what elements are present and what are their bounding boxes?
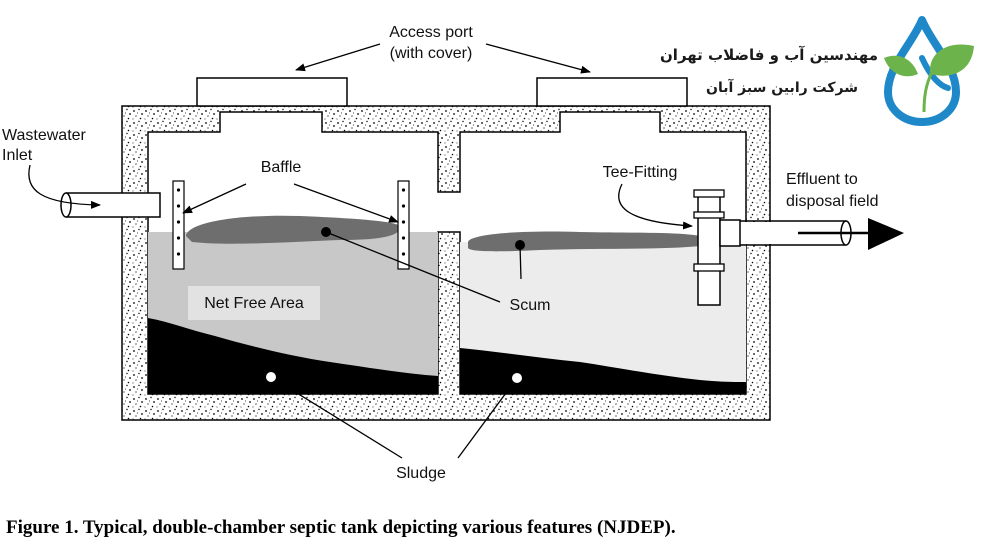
annotation-dots xyxy=(266,227,525,383)
effluent-arrow xyxy=(798,218,904,250)
label-scum: Scum xyxy=(510,297,551,314)
scum-leader-right xyxy=(519,244,522,280)
logo-line1: مهندسین آب و فاضلاب تهران xyxy=(660,46,878,64)
tee-collar-top xyxy=(693,189,725,198)
right-chamber xyxy=(460,231,746,394)
baffle-left xyxy=(172,180,185,270)
tee-fitting-arrow xyxy=(618,183,693,230)
tee-collar-mid xyxy=(693,211,725,219)
logo-line2: شرکت رابین سبز آبان xyxy=(706,78,858,96)
label-wastewater-line1: Wastewater xyxy=(2,127,87,144)
annotations xyxy=(28,43,693,459)
baffle-right-bolts xyxy=(401,188,406,256)
inlet-pipe-body xyxy=(66,192,161,218)
tee-vertical xyxy=(697,192,721,306)
figure-caption: Figure 1. Typical, double-chamber septic… xyxy=(6,517,676,538)
baffle-arrow-right xyxy=(293,183,399,223)
inlet-pipe-mouth xyxy=(60,192,72,218)
left-sludge xyxy=(148,318,438,394)
tee-horizontal xyxy=(719,219,741,247)
label-access-port-line1: Access port xyxy=(389,24,473,41)
access-port-arrow-left xyxy=(295,43,381,72)
labels: Access port (with cover) Wastewater Inle… xyxy=(2,24,879,482)
scum-leader-left xyxy=(325,231,501,303)
tank-shell xyxy=(121,77,771,421)
label-net-free-area: Net Free Area xyxy=(204,295,304,312)
inlet-pipe xyxy=(60,192,161,218)
baffle-right xyxy=(397,180,410,270)
label-access-port-line2: (with cover) xyxy=(390,45,473,62)
label-effluent-line1: Effluent to xyxy=(786,171,858,188)
left-chamber xyxy=(148,180,438,394)
baffle-arrow-left xyxy=(182,183,247,214)
tee-collar-low xyxy=(693,263,725,272)
sludge-leader-right xyxy=(457,377,518,459)
net-free-area-box xyxy=(188,286,320,320)
access-port-cover-left xyxy=(196,77,348,107)
right-sludge xyxy=(460,348,746,394)
right-scum xyxy=(468,231,700,252)
baffle-left-bolts xyxy=(176,188,181,256)
label-baffle: Baffle xyxy=(261,159,302,176)
left-scum xyxy=(186,215,401,244)
label-tee-fitting: Tee-Fitting xyxy=(603,164,678,181)
outlet-pipe xyxy=(740,220,846,246)
company-logo: مهندسین آب و فاضلاب تهران شرکت رابین سبز… xyxy=(660,16,974,126)
inlet-arrow xyxy=(28,164,101,209)
label-wastewater-line2: Inlet xyxy=(2,147,33,164)
tee-fitting xyxy=(693,189,852,306)
sludge-leader-left xyxy=(270,376,403,459)
logo-leaf-icon xyxy=(884,44,974,113)
access-port-cover-right xyxy=(536,77,688,107)
access-port-arrow-right xyxy=(485,43,591,74)
label-effluent-line2: disposal field xyxy=(786,193,879,210)
label-sludge: Sludge xyxy=(396,465,446,482)
